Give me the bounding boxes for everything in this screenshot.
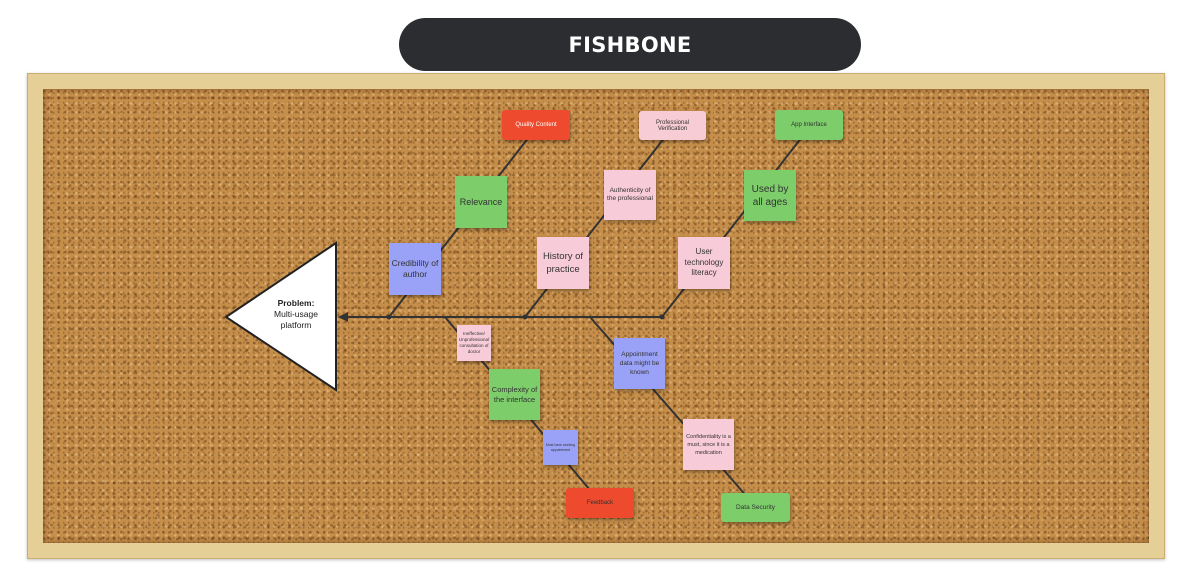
category-data-security-label: Data Security bbox=[735, 504, 776, 511]
cause-history-label: History of practice bbox=[542, 251, 584, 275]
cause-user-literacy[interactable]: User technology literacy bbox=[678, 237, 730, 289]
junction-dot bbox=[386, 314, 392, 320]
category-feedback-label: Feedback bbox=[586, 500, 614, 506]
cause-user-literacy-label: User technology literacy bbox=[684, 247, 724, 278]
category-quality-content-label: Quality Content bbox=[515, 122, 557, 128]
diagram-title: FISHBONE bbox=[399, 18, 861, 71]
cause-credibility[interactable]: Credibility of author bbox=[389, 243, 441, 295]
cause-history[interactable]: History of practice bbox=[537, 237, 589, 289]
cause-credibility-label: Credibility of author bbox=[391, 258, 439, 279]
category-app-interface[interactable]: App Interface bbox=[775, 110, 843, 140]
category-app-interface-label: App Interface bbox=[791, 122, 827, 128]
category-data-security[interactable]: Data Security bbox=[721, 493, 790, 522]
cause-ineffective[interactable]: Ineffective/ Unprofessional consultation… bbox=[457, 325, 491, 361]
cause-used-by-all-ages-label: Used by all ages bbox=[751, 183, 789, 208]
cause-appointment-data[interactable]: Appointment data might be known bbox=[614, 338, 665, 389]
cause-complexity-label: Complexity of the interface bbox=[491, 384, 538, 404]
fish-head-shape bbox=[224, 241, 337, 392]
cause-used-by-all-ages[interactable]: Used by all ages bbox=[744, 170, 796, 221]
junction-dot bbox=[659, 314, 665, 320]
category-professional-verification-label: Professional Verification bbox=[655, 119, 690, 132]
category-feedback[interactable]: Feedback bbox=[566, 488, 634, 518]
spine-arrowhead bbox=[338, 312, 348, 322]
cause-confidentiality[interactable]: Confidentiality is a must, since it is a… bbox=[683, 419, 734, 470]
diagram-title-text: FISHBONE bbox=[568, 32, 692, 57]
junction-dot bbox=[522, 314, 528, 320]
cause-authenticity-label: Authenticity of the professional bbox=[607, 186, 653, 203]
category-quality-content[interactable]: Quality Content bbox=[502, 110, 570, 140]
cause-must-have-label: Must have working appointment bbox=[545, 442, 576, 452]
category-professional-verification[interactable]: Professional Verification bbox=[639, 111, 706, 140]
problem-text: Multi-usage platform bbox=[274, 309, 318, 330]
cause-confidentiality-label: Confidentiality is a must, since it is a… bbox=[686, 433, 731, 456]
cause-authenticity[interactable]: Authenticity of the professional bbox=[604, 170, 656, 220]
cause-relevance-label: Relevance bbox=[459, 197, 503, 207]
cause-appointment-data-label: Appointment data might be known bbox=[619, 351, 660, 376]
cause-complexity[interactable]: Complexity of the interface bbox=[489, 369, 540, 420]
cause-relevance[interactable]: Relevance bbox=[455, 176, 507, 228]
cause-ineffective-label: Ineffective/ Unprofessional consultation… bbox=[459, 331, 490, 354]
cause-must-have[interactable]: Must have working appointment bbox=[543, 430, 578, 465]
problem-label: Problem: bbox=[277, 298, 315, 308]
problem-statement: Problem: Multi-usage platform bbox=[262, 298, 330, 331]
